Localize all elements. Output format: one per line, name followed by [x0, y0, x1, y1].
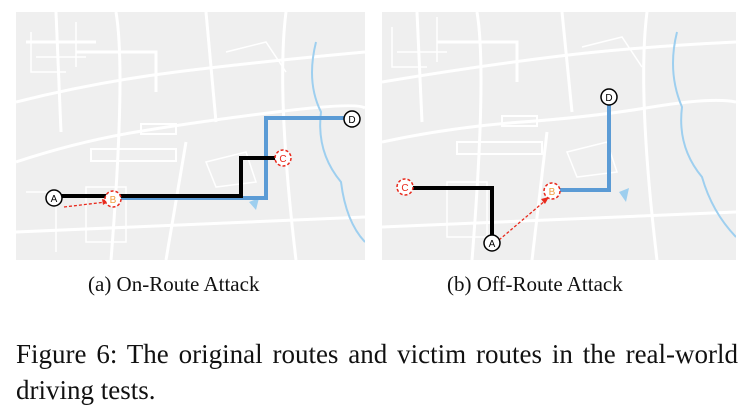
map-background [16, 12, 365, 260]
svg-text:D: D [605, 93, 612, 104]
map-panel-off-route: A B C D [382, 12, 736, 260]
marker-d: D [600, 88, 618, 106]
svg-text:A: A [489, 239, 496, 250]
figure-label: Figure 6: [16, 339, 118, 369]
figure-caption: Figure 6: The original routes and victim… [16, 336, 738, 408]
marker-a: A [483, 234, 501, 252]
subcaption-a: (a) On-Route Attack [88, 272, 260, 296]
svg-text:B: B [549, 187, 556, 198]
road-network [16, 12, 365, 260]
pond [249, 198, 259, 210]
svg-text:C: C [401, 183, 408, 194]
river [311, 41, 365, 243]
building-block [140, 123, 177, 135]
victim-route-line [552, 98, 611, 192]
marker-b: B [543, 182, 561, 200]
spoof-arrow [498, 199, 547, 241]
map-off-route: A B C D [382, 12, 736, 260]
marker-c: C [274, 149, 292, 167]
svg-text:D: D [348, 115, 355, 126]
svg-text:C: C [279, 154, 286, 165]
arrow-head [541, 197, 549, 204]
marker-c: C [396, 178, 414, 196]
road-network [382, 12, 736, 260]
subcaption-b: (b) Off-Route Attack [447, 272, 623, 296]
original-route-line [406, 186, 494, 240]
marker-a: A [45, 189, 63, 207]
map-on-route: A B C D [16, 12, 365, 260]
svg-text:B: B [110, 195, 117, 206]
marker-d: D [343, 110, 361, 128]
building-block [90, 148, 177, 162]
marker-b: B [104, 190, 122, 208]
figure-caption-text: The original routes and victim routes in… [16, 339, 739, 405]
original-route-line [56, 156, 278, 198]
river [672, 31, 736, 238]
building-block [456, 141, 543, 155]
pond [619, 188, 629, 202]
building-block [501, 115, 538, 127]
map-panel-on-route: A B C D [16, 12, 365, 260]
spoof-arrow [63, 201, 107, 208]
svg-text:A: A [51, 194, 58, 205]
minor-roads [391, 17, 643, 238]
